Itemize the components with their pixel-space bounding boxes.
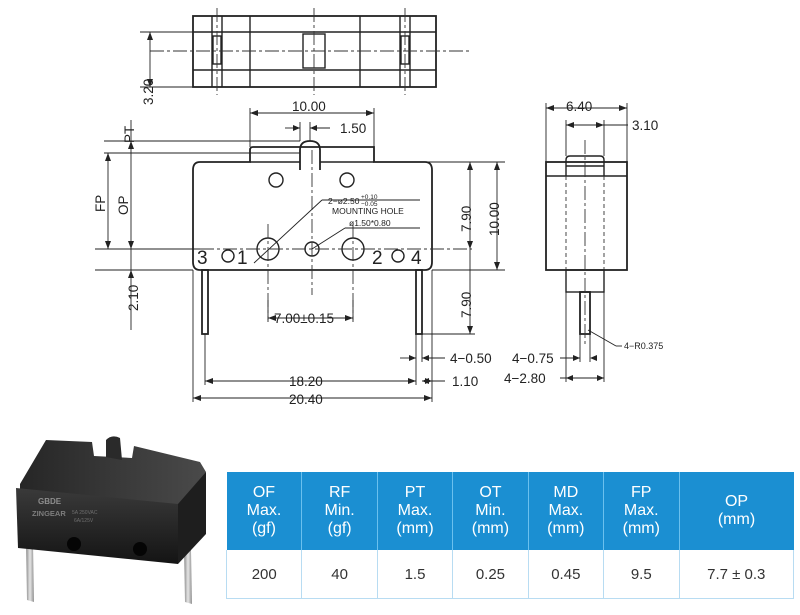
dim-10-00-top: 10.00 [292, 99, 326, 114]
value-md: 0.45 [527, 550, 605, 599]
dim-3-20: 3.20 [141, 79, 156, 105]
dim-1-50: 1.50 [340, 121, 366, 136]
dim-lines-bottom [192, 270, 445, 402]
product-photo: GBDE ZINGEAR 5A 250VAC 6A/125V [16, 436, 206, 604]
side-view [545, 103, 628, 382]
pin-hole-callout: ø1.50*0.80 [349, 218, 391, 228]
dim-4-0-75: 4−0.75 [512, 351, 554, 366]
terminal-2: 2 [372, 248, 383, 269]
photo-hole-left [67, 537, 81, 551]
photo-marking-1: 5A 250VAC [72, 510, 98, 516]
dim-1-10: 1.10 [452, 374, 478, 389]
value-fp: 9.5 [603, 550, 680, 599]
photo-brand: GBDE [38, 497, 62, 506]
terminal-3: 3 [197, 248, 208, 269]
mount-hole-tol-minus: −0.05 [361, 201, 378, 208]
mount-hole-label: MOUNTING HOLE [332, 206, 404, 216]
technical-drawing: 3.20 2−ø2.50 +0.10 −0.05 MOUNTING HOLE ø [93, 8, 663, 407]
value-op: 7.7 ± 0.3 [678, 550, 794, 599]
value-of: 200 [225, 550, 303, 599]
dim-18-20: 18.20 [289, 374, 323, 389]
value-ot: 0.25 [452, 550, 529, 599]
value-rf: 40 [301, 550, 378, 599]
dim-4-0-50: 4−0.50 [450, 351, 492, 366]
dim-6-40: 6.40 [566, 99, 592, 114]
dim-fp: FP [93, 195, 108, 212]
dim-lines-right [374, 161, 505, 335]
spec-value-row: 200 40 1.5 0.25 0.45 9.5 7.7 ± 0.3 [225, 550, 794, 599]
dim-7-00: 7.00±0.15 [274, 311, 334, 326]
terminal-1: 1 [237, 248, 248, 269]
dim-7-90-upper: 7.90 [459, 206, 474, 232]
dim-20-40: 20.40 [289, 392, 323, 407]
mount-hole-tol-plus: +0.10 [361, 194, 378, 201]
dim-lines-left [95, 120, 300, 330]
dim-10-00-side: 10.00 [487, 202, 502, 236]
photo-marking-2: 6A/125V [74, 518, 94, 524]
dim-lines-top [249, 108, 375, 147]
dim-op: OP [116, 195, 131, 215]
photo-brand-2: ZINGEAR [32, 509, 66, 518]
value-pt: 1.5 [376, 550, 454, 599]
mount-hole-callout: 2−ø2.50 [328, 196, 360, 206]
photo-hole-right [133, 542, 147, 556]
dim-4-r0-375: 4−R0.375 [624, 341, 663, 351]
terminal-4: 4 [411, 248, 422, 269]
front-view [192, 140, 472, 335]
dim-pt: PT [122, 126, 137, 143]
dim-7-90-lower: 7.90 [459, 292, 474, 318]
dim-4-2-80: 4−2.80 [504, 371, 546, 386]
top-view [140, 8, 470, 95]
dim-2-10: 2.10 [126, 285, 141, 311]
photo-pin-left [26, 542, 34, 602]
dim-3-10: 3.10 [632, 118, 658, 133]
header-op: OP(mm) [679, 472, 794, 550]
photo-actuator [106, 436, 122, 460]
photo-pin-right [184, 548, 192, 604]
